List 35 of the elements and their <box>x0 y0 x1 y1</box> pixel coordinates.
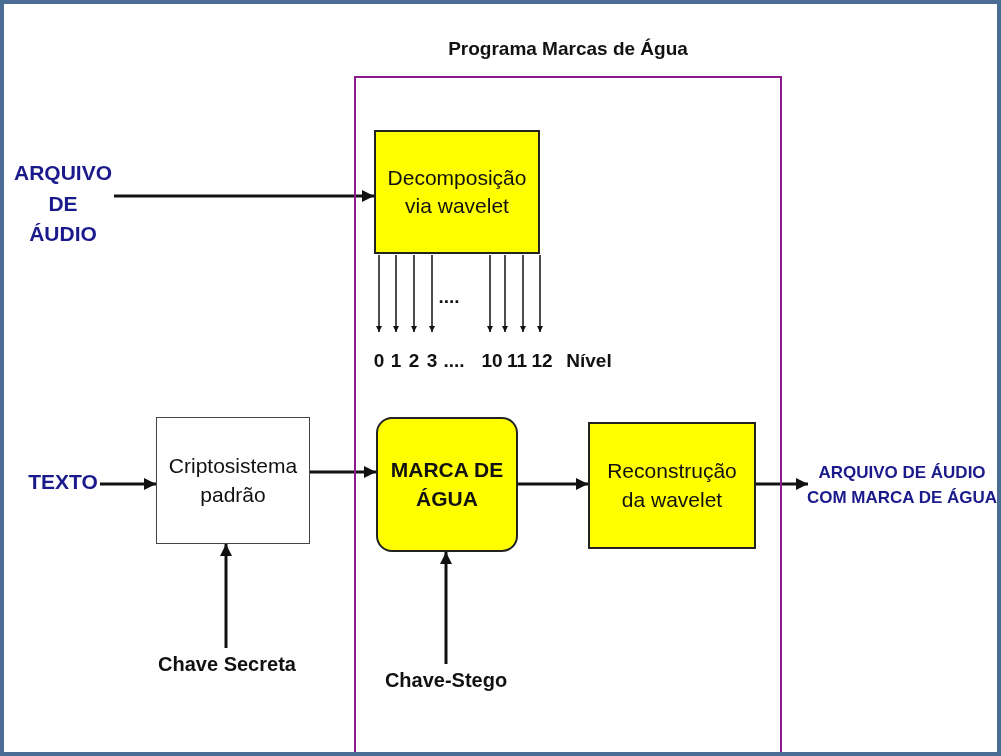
key-label: Chave Secreta <box>154 644 300 684</box>
arrow <box>411 254 417 333</box>
arrow <box>429 254 435 333</box>
group-title: Programa Marcas de Água <box>447 38 689 60</box>
arrow <box>100 478 156 490</box>
level-label: 3 <box>426 350 438 372</box>
process-box: Criptosistema padrão <box>156 417 310 544</box>
key-label: Chave-Stego <box>374 660 518 700</box>
arrow <box>220 544 232 648</box>
arrow <box>487 254 493 333</box>
level-label: 12 <box>531 350 553 372</box>
arrow <box>502 254 508 333</box>
arrow <box>440 552 452 664</box>
arrow <box>114 190 374 202</box>
level-label: 2 <box>408 350 420 372</box>
arrow <box>518 478 588 490</box>
output-label: ARQUIVO DE ÁUDIO COM MARCA DE ÁGUA <box>804 438 997 534</box>
level-label: .... <box>438 286 460 308</box>
arrow <box>537 254 543 333</box>
arrow <box>756 478 808 490</box>
level-label: 11 <box>506 350 528 372</box>
input-label: ARQUIVO DE ÁUDIO <box>8 132 118 276</box>
level-label: .... <box>443 350 465 372</box>
axis-label: Nível <box>566 350 612 372</box>
arrow <box>393 254 399 333</box>
arrow <box>376 254 382 333</box>
process-box: Reconstrução da wavelet <box>588 422 756 549</box>
level-label: 0 <box>373 350 385 372</box>
level-label: 1 <box>390 350 402 372</box>
process-box: MARCA DE ÁGUA <box>376 417 518 552</box>
level-label: 10 <box>481 350 503 372</box>
input-label: TEXTO <box>22 462 104 502</box>
arrow <box>520 254 526 333</box>
process-box: Decomposição via wavelet <box>374 130 540 254</box>
arrow <box>310 466 376 478</box>
